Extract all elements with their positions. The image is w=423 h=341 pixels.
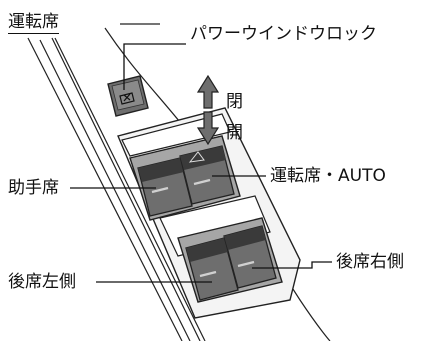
lock-icon bbox=[119, 92, 135, 105]
close-arrow bbox=[196, 74, 220, 109]
rear-left-switch bbox=[185, 237, 239, 301]
diagram-title: 運転席 bbox=[8, 12, 59, 34]
rear-switch-group bbox=[177, 217, 283, 303]
open-arrow bbox=[196, 111, 220, 146]
front-switch-group bbox=[129, 135, 241, 221]
auto-icon bbox=[188, 151, 205, 163]
label-window-lock: パワーウインドウロック bbox=[190, 24, 377, 44]
label-rear-right: 後席右側 bbox=[336, 252, 404, 272]
leader-lines bbox=[70, 43, 332, 283]
label-close: 閉 bbox=[226, 92, 243, 112]
label-passenger: 助手席 bbox=[8, 178, 59, 198]
leader-window-lock bbox=[123, 43, 186, 90]
label-driver-auto: 運転席・AUTO bbox=[270, 166, 386, 186]
window-lock-button bbox=[107, 75, 149, 117]
driver-auto-switch bbox=[179, 145, 235, 205]
leader-rear-right bbox=[252, 261, 332, 269]
label-open: 開 bbox=[226, 123, 243, 143]
label-rear-left: 後席左側 bbox=[8, 272, 76, 292]
passenger-switch bbox=[137, 157, 193, 217]
rear-right-switch bbox=[223, 225, 277, 289]
